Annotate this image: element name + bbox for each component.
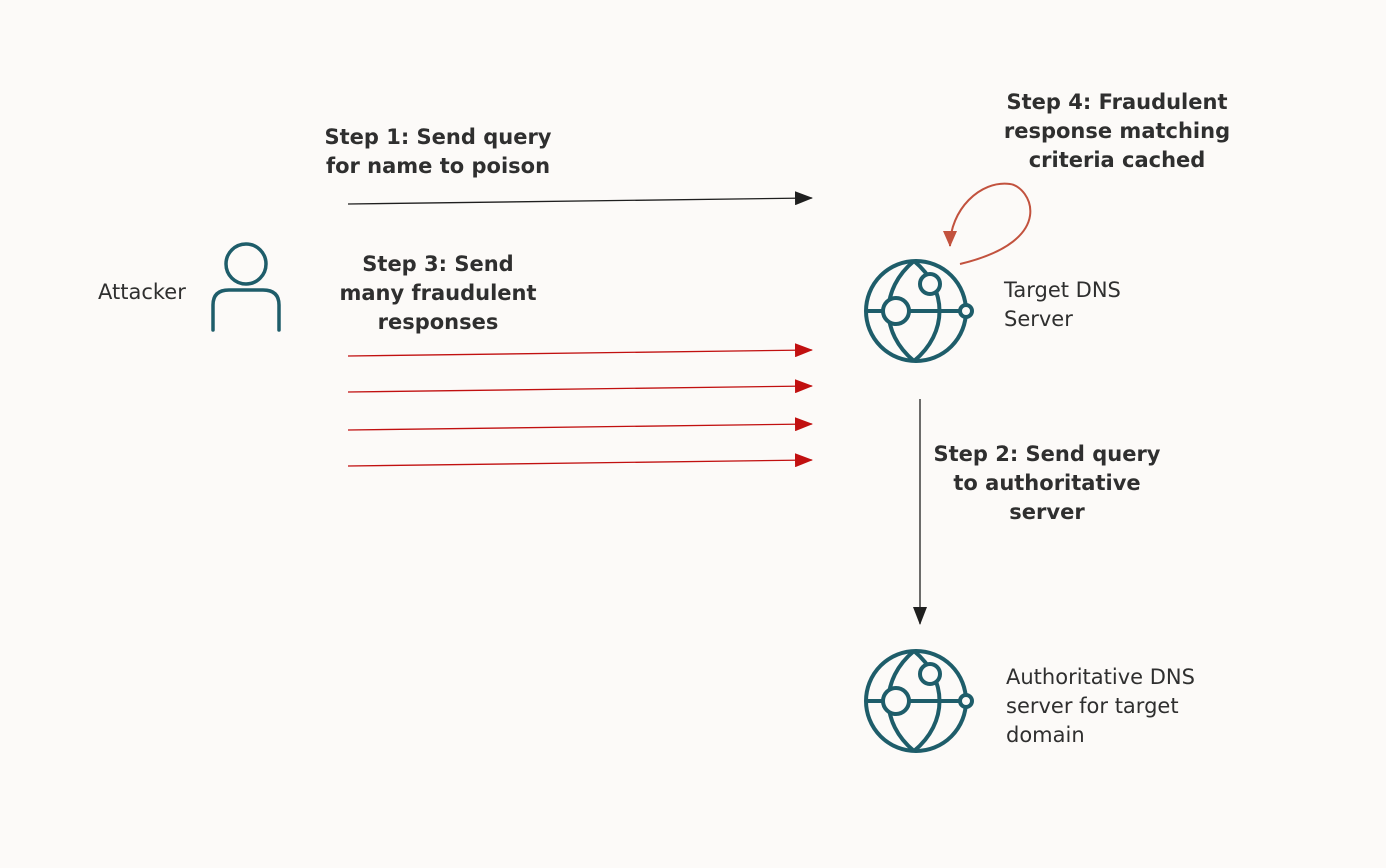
fraudulent-response-arrow <box>347 379 813 394</box>
step1-label: Step 1: Send query for name to poison <box>324 125 552 178</box>
fraudulent-response-arrow <box>347 453 813 468</box>
cache-loop-arrow <box>943 182 1032 265</box>
step4-label: Step 4: Fraudulent response matching cri… <box>1003 90 1231 172</box>
step3-label: Step 3: Send many fraudulent responses <box>339 252 537 334</box>
attacker-label: Attacker <box>98 280 186 304</box>
globe-network-icon <box>864 649 974 753</box>
fraudulent-response-arrow <box>347 343 813 358</box>
target-dns-label: Target DNS Server <box>1004 278 1121 331</box>
globe-network-icon <box>864 259 974 363</box>
authoritative-dns-label: Authoritative DNS server for target doma… <box>1006 665 1195 747</box>
step1-arrow <box>347 191 813 206</box>
person-icon <box>211 242 281 332</box>
fraudulent-response-arrow <box>347 417 813 432</box>
step2-label: Step 2: Send query to authoritative serv… <box>933 442 1161 524</box>
